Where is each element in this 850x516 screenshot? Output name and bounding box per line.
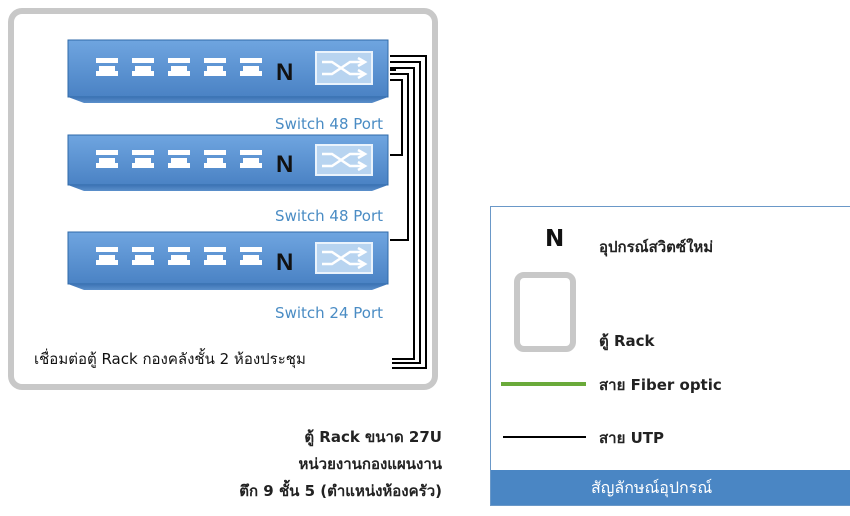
port-icons bbox=[96, 150, 262, 168]
legend-fiber-label: สาย Fiber optic bbox=[599, 376, 722, 394]
switch-swap-icon bbox=[315, 51, 373, 85]
rack-link-label: เชื่อมต่อตู้ Rack กองคลังชั้น 2 ห้องประช… bbox=[34, 350, 306, 368]
location-label: ตึก 9 ชั้น 5 (ตำแหน่งห้องครัว) bbox=[239, 482, 442, 500]
department-label: หน่วยงานกองแผนงาน bbox=[298, 455, 442, 473]
legend-utp-label: สาย UTP bbox=[599, 429, 664, 447]
legend-new-switch-label: อุปกรณ์สวิตซ์ใหม่ bbox=[599, 238, 714, 256]
rack-size-label: ตู้ Rack ขนาด 27U bbox=[304, 428, 442, 446]
legend-footer: สัญลักษณ์อุปกรณ์ bbox=[491, 470, 850, 505]
switch-marker: N bbox=[276, 249, 293, 276]
switch-marker: N bbox=[276, 59, 293, 86]
switch-caption: Switch 24 Port bbox=[275, 304, 383, 322]
legend-new-switch-symbol: N bbox=[545, 226, 565, 252]
utp-cabling bbox=[390, 55, 427, 369]
switch-caption: Switch 48 Port bbox=[275, 207, 383, 225]
switch-marker: N bbox=[276, 151, 293, 178]
legend-utp-line bbox=[503, 436, 586, 438]
legend-panel: N อุปกรณ์สวิตซ์ใหม่ ตู้ Rack สาย Fiber o… bbox=[490, 206, 850, 506]
switch-unit: N bbox=[67, 39, 389, 103]
legend-rack-label: ตู้ Rack bbox=[599, 332, 655, 350]
switch-unit: N bbox=[67, 231, 389, 290]
legend-fiber-line bbox=[501, 382, 586, 386]
switch-swap-icon bbox=[315, 144, 373, 176]
legend-rack-icon bbox=[514, 272, 576, 352]
port-icons bbox=[96, 58, 262, 76]
switch-swap-icon bbox=[315, 242, 373, 274]
rack-info: ตู้ Rack ขนาด 27U หน่วยงานกองแผนงาน ตึก … bbox=[150, 424, 442, 505]
switch-unit: N bbox=[67, 134, 389, 191]
port-icons bbox=[96, 247, 262, 265]
switch-caption: Switch 48 Port bbox=[275, 115, 383, 133]
